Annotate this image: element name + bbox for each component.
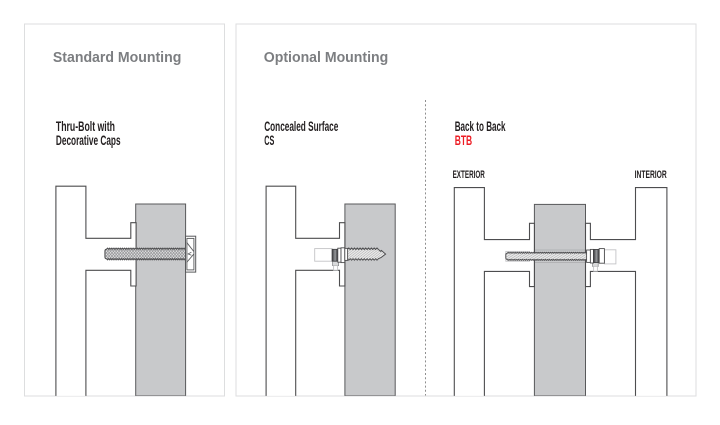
- svg-text:Optional Mounting: Optional Mounting: [264, 50, 388, 66]
- svg-text:INTERIOR: INTERIOR: [635, 169, 668, 181]
- svg-text:Decorative Caps: Decorative Caps: [56, 134, 121, 149]
- svg-text:BTB: BTB: [455, 134, 472, 148]
- svg-text:Concealed Surface: Concealed Surface: [264, 120, 338, 135]
- svg-text:Standard Mounting: Standard Mounting: [53, 50, 181, 66]
- svg-text:Back to Back: Back to Back: [455, 120, 506, 135]
- svg-text:CS: CS: [264, 134, 274, 149]
- svg-text:EXTERIOR: EXTERIOR: [453, 168, 486, 180]
- svg-text:Thru-Bolt with: Thru-Bolt with: [56, 120, 115, 134]
